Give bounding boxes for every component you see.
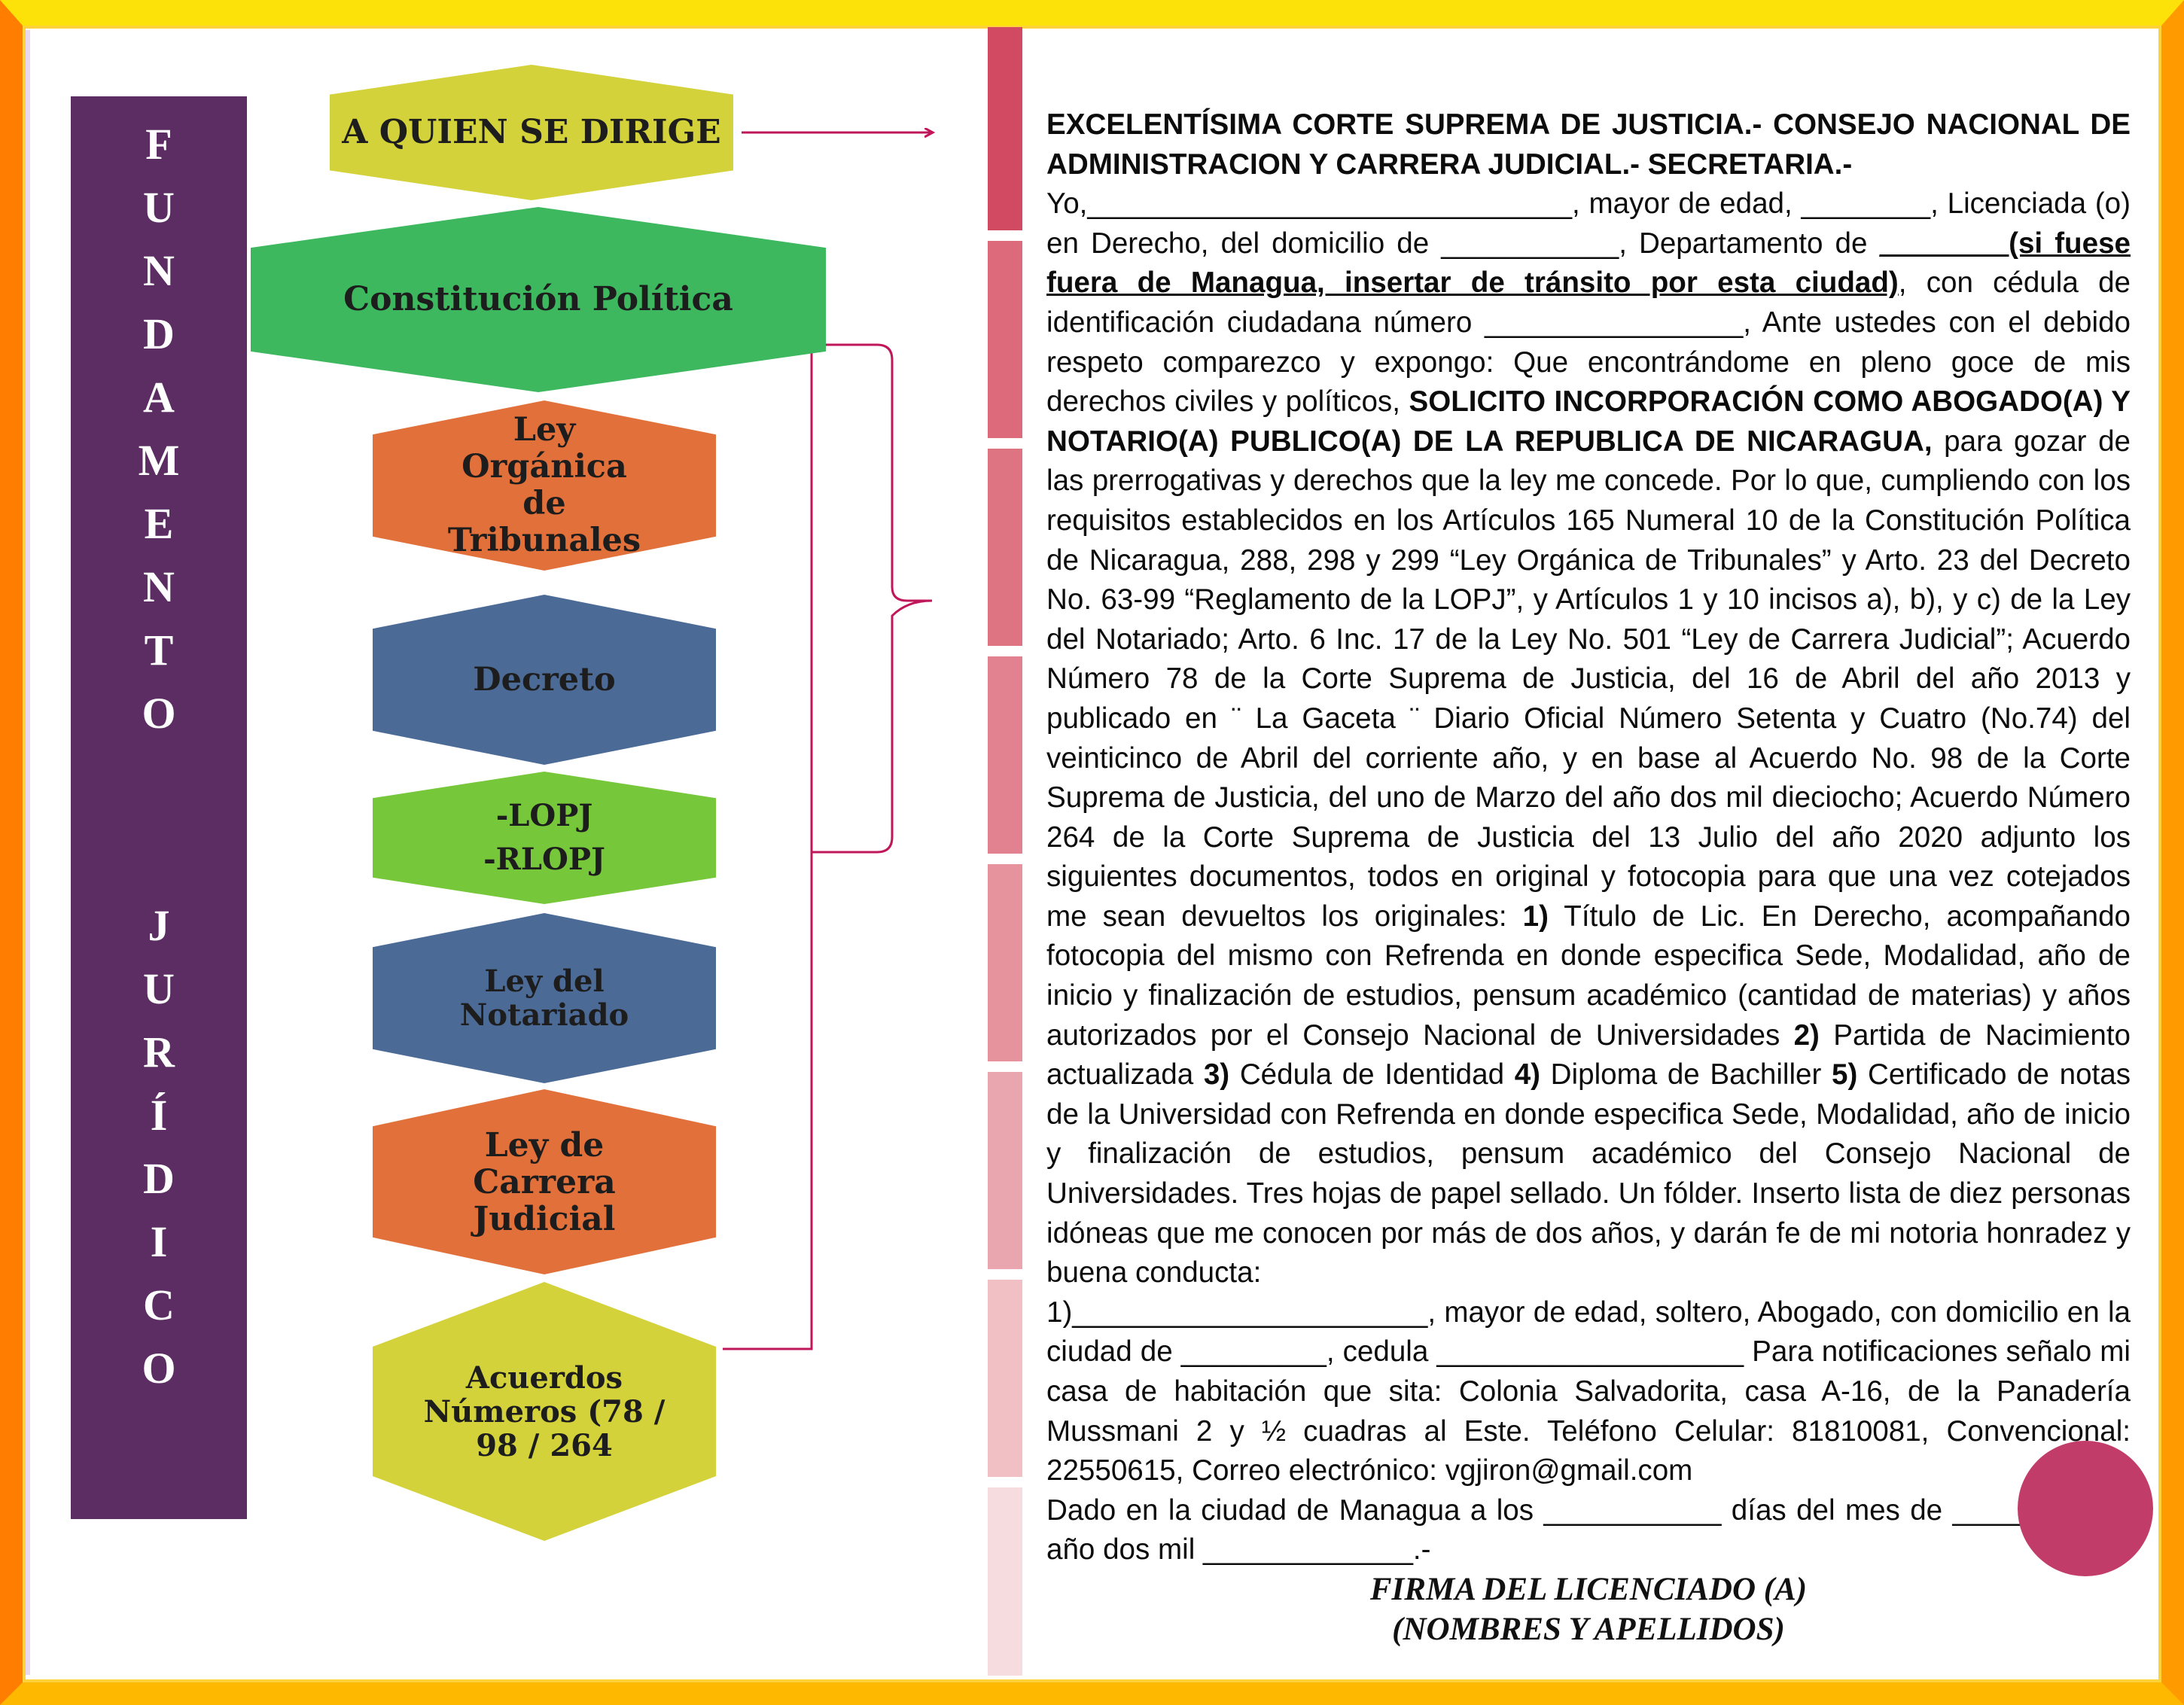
letter-paragraph-2: 1)______________________, mayor de edad,… — [1046, 1295, 2131, 1487]
t2: Partida de Nacimiento actualizada — [1046, 1018, 2131, 1092]
vertical-title-letter: U — [143, 183, 175, 232]
node-decreto: Decreto — [373, 595, 716, 765]
node-acuerdos-line: Acuerdos — [465, 1359, 623, 1396]
node-carrera-line: Judicial — [473, 1199, 616, 1238]
node-carrera-line: Carrera — [473, 1162, 616, 1201]
letter-body: EXCELENTÍSIMA CORTE SUPREMA DE JUSTICIA.… — [1046, 105, 2131, 1570]
p1-c: , con cédula de identificación ciudadana… — [1046, 266, 2131, 419]
stripe-segment — [988, 656, 1022, 854]
p1-d: SOLICITO INCORPORACIÓN COMO ABOGADO(A) Y… — [1046, 385, 2131, 458]
node-lopj-line: -RLOPJ — [483, 842, 605, 877]
n5: 5) — [1832, 1058, 1858, 1092]
letter-header: EXCELENTÍSIMA CORTE SUPREMA DE JUSTICIA.… — [1046, 108, 2131, 181]
p1-b: ________(si fuese fuera de Managua, inse… — [1046, 227, 2131, 300]
vertical-title-letter: A — [143, 373, 175, 422]
node-lot-line: Orgánica — [461, 448, 627, 486]
vertical-title-letter: C — [143, 1280, 175, 1329]
vertical-title-bar — [71, 96, 247, 1519]
node-lot-line: de — [522, 485, 566, 522]
node-notariado-line: Ley del — [484, 964, 605, 999]
n1: 1) — [1522, 900, 1549, 933]
node-acuerdos-line: Números (78 / — [423, 1393, 666, 1429]
node-lopj-line: -LOPJ — [495, 798, 593, 833]
vertical-title-letter: N — [143, 562, 175, 611]
stripe-segment — [988, 241, 1022, 438]
vertical-title-letter: O — [142, 1344, 176, 1393]
stripe-segment — [988, 1487, 1022, 1676]
stripe-segment — [988, 1072, 1022, 1269]
node-carrera-line: Ley de — [484, 1125, 605, 1165]
node-notariado-line: Notariado — [459, 997, 629, 1033]
vertical-title-letter: F — [145, 120, 172, 169]
t4: Diploma de Bachiller — [1540, 1058, 1832, 1092]
vertical-title-letter: Í — [150, 1091, 168, 1140]
vertical-title-letter: O — [142, 689, 176, 738]
node-constitucion-line: Constitución Política — [343, 280, 733, 318]
vertical-title-letter: E — [144, 499, 174, 548]
vertical-title-letter: I — [150, 1217, 168, 1266]
vertical-title-letter: J — [148, 901, 170, 950]
stripe-segment — [988, 27, 1022, 230]
p1-a: Yo,______________________________, mayor… — [1046, 187, 2131, 260]
letter-paragraph-3: Dado en la ciudad de Managua a los _____… — [1046, 1493, 2131, 1566]
stripe-segment — [988, 1280, 1022, 1477]
vertical-title-letter: D — [143, 1154, 175, 1203]
letter-paragraph-1: Yo,______________________________, mayor… — [1046, 184, 2131, 1293]
p1-e: para gozar de las prerrogativas y derech… — [1046, 425, 2131, 933]
vertical-title-letter: U — [143, 964, 175, 1013]
decorative-dot — [2018, 1441, 2153, 1576]
vertical-title-letter: R — [143, 1028, 175, 1076]
node-constitucion: Constitución Política — [251, 207, 826, 392]
t3: Cédula de Identidad — [1229, 1058, 1515, 1092]
node-quien: A QUIEN SE DIRIGE — [330, 65, 733, 200]
t1: Título de Lic. En Derecho, acompañando f… — [1046, 900, 2131, 1052]
stripe-segment — [988, 449, 1022, 646]
node-lot-line: Tribunales — [447, 522, 641, 559]
node-quien-line: A QUIEN SE DIRIGE — [342, 113, 721, 151]
vertical-title-letter: M — [138, 436, 180, 485]
t5: Certificado de notas de la Universidad c… — [1046, 1058, 2131, 1289]
page-frame-inner — [23, 26, 2161, 1682]
vertical-title-letter: D — [143, 309, 175, 358]
n2: 2) — [1793, 1018, 1820, 1052]
stripe-segment — [988, 864, 1022, 1061]
left-decor-strip — [26, 30, 30, 1675]
vertical-title-letter: N — [143, 246, 175, 295]
signature-line-1: FIRMA DEL LICENCIADO (A) — [1369, 1572, 1808, 1607]
vertical-title-letter: T — [144, 626, 174, 674]
n4: 4) — [1514, 1058, 1541, 1092]
signature-line-2: (NOMBRES Y APELLIDOS) — [1392, 1612, 1785, 1647]
node-decreto-line: Decreto — [473, 660, 616, 699]
node-lot-line: Ley — [513, 411, 576, 449]
n3: 3) — [1203, 1058, 1230, 1092]
node-acuerdos-line: 98 / 264 — [476, 1427, 613, 1463]
node-lopj: -LOPJ -RLOPJ — [373, 772, 716, 904]
